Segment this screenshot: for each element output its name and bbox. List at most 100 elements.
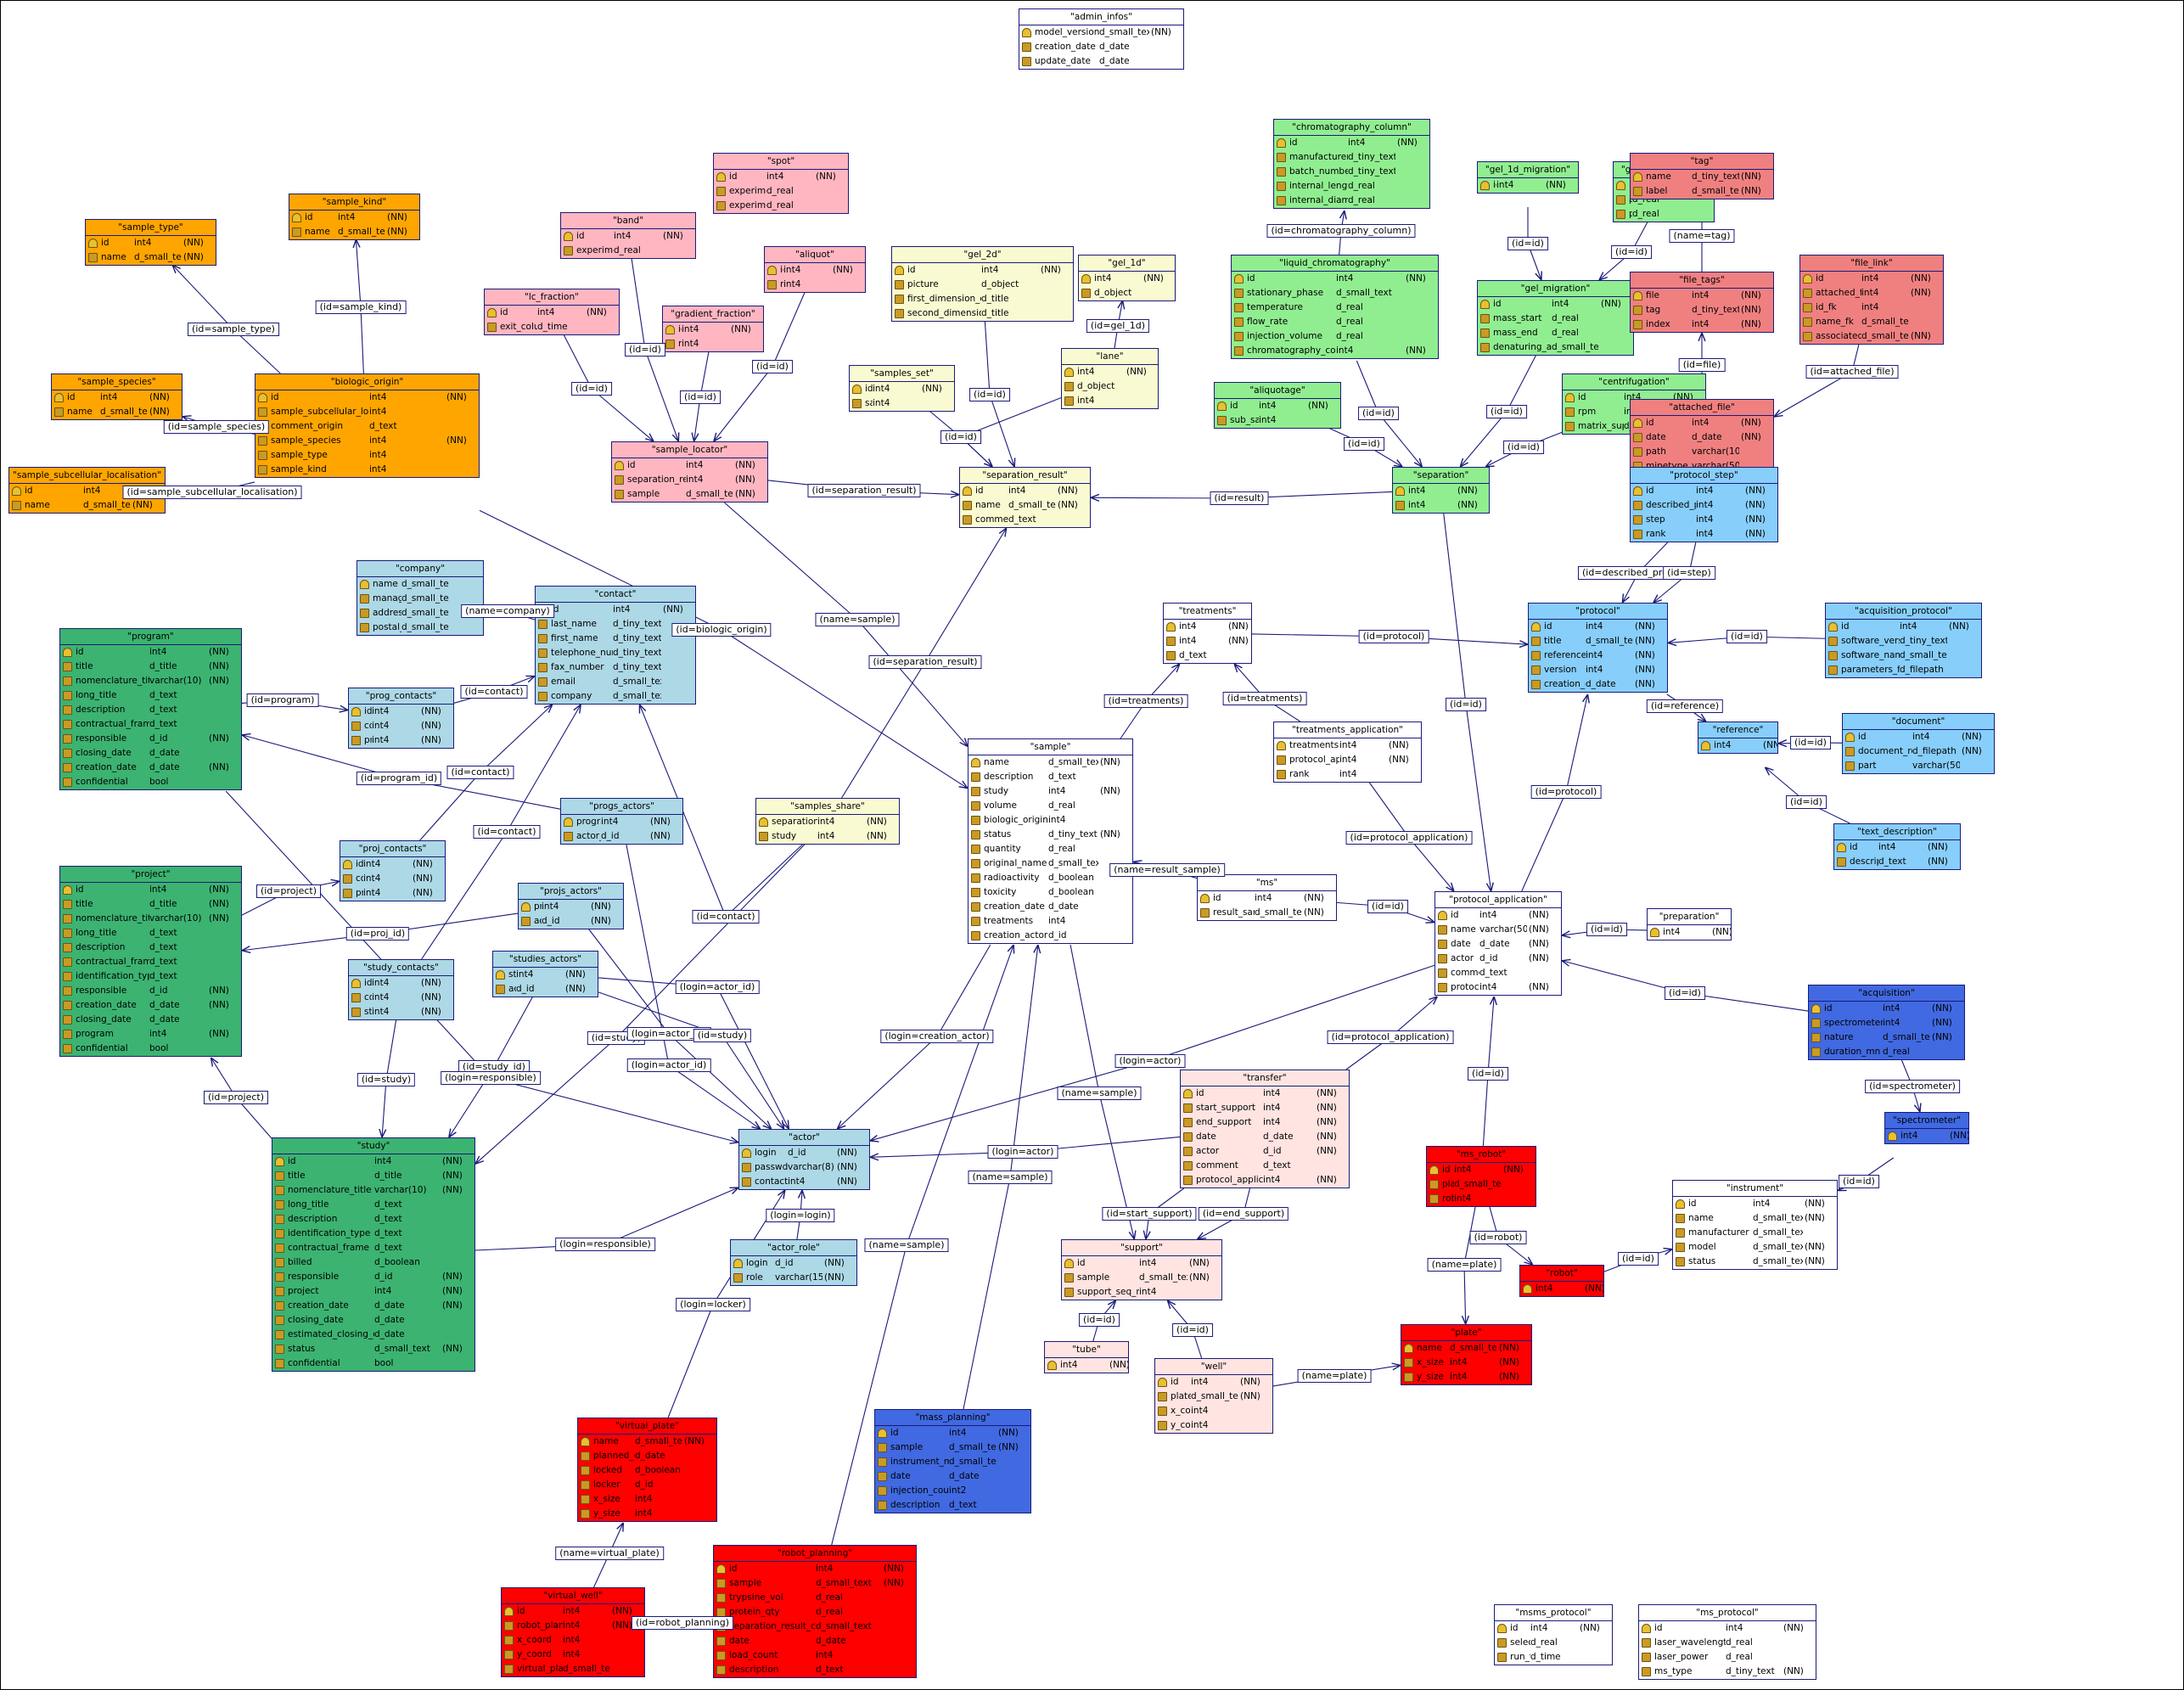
table-prog-contacts[interactable]: "prog_contacts"idint4(NN)contactint4(NN)… [348,688,454,749]
table-proj-contacts[interactable]: "proj_contacts"idint4(NN)contactint4(NN)… [340,840,446,901]
field-type: int4 [1586,650,1603,660]
field-type: d_real [1336,302,1363,312]
field-name: contractual_frame [76,957,149,967]
key-icon [289,211,303,225]
table-aliquotage[interactable]: "aliquotage"idint4(NN)sub_sample_countin… [1214,382,1341,429]
table-instrument[interactable]: "instrument"idint4(NN)named_small_text(N… [1672,1180,1838,1270]
table-title: "tube" [1045,1342,1128,1358]
key-icon [349,976,362,991]
table-projs-actors[interactable]: "projs_actors"proj_idint4(NN)actor_idd_i… [518,883,624,929]
table-progs-actors[interactable]: "progs_actors"program_idint4(NN)actor_id… [560,798,683,845]
relation-label: (id=protocol_application) [1327,1030,1454,1044]
field-icon [272,1328,286,1342]
table-tag[interactable]: "tag"named_tiny_text(NN)labeld_small_tex… [1630,153,1774,199]
table-well[interactable]: "well"idint4(NN)plated_small_text(NN)x_c… [1154,1358,1273,1434]
key-icon [968,755,982,770]
table-support[interactable]: "support"idint4(NN)sampled_small_text(NN… [1061,1239,1222,1300]
field-icon [272,1241,286,1255]
table-sample-locator[interactable]: "sample_locator"idint4(NN)separation_res… [611,441,768,503]
field-type: int4 [1077,396,1095,406]
field-type: d_small_text [401,593,449,604]
relation-line [1356,360,1379,414]
table-plate[interactable]: "plate"named_small_text(NN)x_sizeint4(NN… [1401,1324,1532,1385]
table-studies-actors[interactable]: "studies_actors"study_idint4(NN)actor_id… [492,951,598,997]
table-admin-infos[interactable]: "admin_infos"model_versiond_small_text(N… [1019,8,1184,70]
field-icon [349,991,362,1005]
field-type: d_small_text [100,407,148,417]
field-name: associated_entity [1816,331,1861,341]
table-protocol[interactable]: "protocol"idint4(NN)titled_small_text(NN… [1528,603,1668,693]
table-text-description[interactable]: "text_description"idint4(NN)descriptiond… [1833,823,1961,870]
table-ms[interactable]: "ms"idint4(NN)result_sampled_small_text(… [1197,874,1337,921]
table-document[interactable]: "document"idint4(NN)document_refd_filepa… [1842,713,1995,774]
table-samples-share[interactable]: "samples_share"separation_resultint4(NN)… [755,798,900,845]
relation-label: (id=id) [1790,736,1831,750]
table-study-contacts[interactable]: "study_contacts"idint4(NN)contactint4(NN… [348,959,454,1020]
field-constraint: (NN) [1635,650,1655,660]
table-protocol-step[interactable]: "protocol_step"idint4(NN)described_proto… [1630,467,1778,542]
table-sample[interactable]: "sample"named_small_text(NN)descriptiond… [968,738,1133,944]
field-name: y_coord [517,1649,552,1659]
table-ms-robot[interactable]: "ms_robot"idint4(NN)plated_small_textrob… [1426,1146,1536,1207]
table-file-link[interactable]: "file_link"idint4(NN)attached_fileint4(N… [1799,255,1944,345]
table-sample-kind[interactable]: "sample_kind"idint4(NN)named_small_text(… [289,194,420,240]
relation-line [984,321,991,396]
field-name: duration_mn [1824,1047,1881,1057]
field-constraint: (NN) [1805,1213,1825,1223]
field-name: name [984,757,1009,767]
table-virtual-well[interactable]: "virtual_well"idint4(NN)robot_planningin… [501,1587,645,1677]
table-virtual-plate[interactable]: "virtual_plate"named_small_text(NN)plann… [577,1418,717,1522]
relation-label: (id=protocol) [1530,785,1602,799]
table-lane[interactable]: "lane"idint4(NN)pictured_objectgel_1dint… [1061,348,1159,409]
field-name: description [729,1665,779,1675]
table-company[interactable]: "company"named_small_textmanagerd_small_… [357,560,484,636]
table-treatments[interactable]: "treatments"idint4(NN)protocolint4(NN)co… [1163,603,1252,664]
table-msms-protocol[interactable]: "msms_protocol"idint4(NN)selected_massd_… [1494,1604,1613,1665]
field-type: int4 [816,1564,834,1574]
table-lc-fraction[interactable]: "lc_fraction"idint4(NN)exit_column_timed… [484,289,620,335]
table-sample-type[interactable]: "sample_type"idint4(NN)named_small_text(… [85,219,216,266]
table-spot[interactable]: "spot"idint4(NN)experimental_massd_reale… [713,153,849,214]
field-icon [1181,1130,1194,1144]
